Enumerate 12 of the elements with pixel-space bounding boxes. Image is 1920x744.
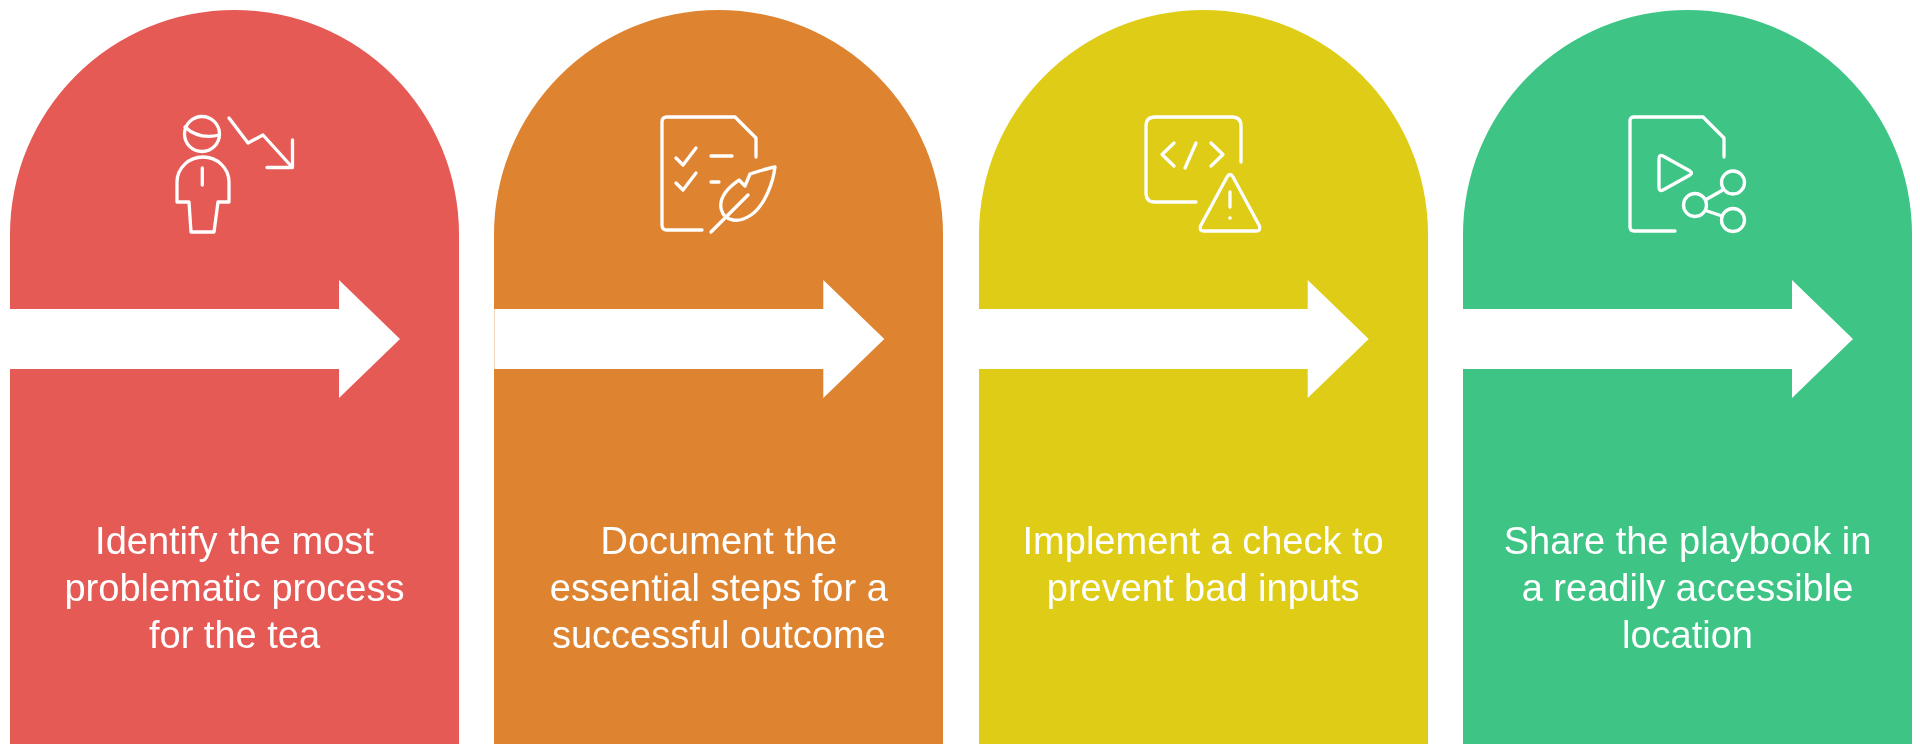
step-panel [10, 10, 459, 744]
step-description: Document the essential steps for a successful outcome [548, 519, 889, 658]
arrow [1463, 280, 1853, 398]
arrow [978, 280, 1369, 398]
step-description: Implement a check to prevent bad inputs [1021, 519, 1385, 611]
step-description: Share the playbook in a readily accessible location [1502, 519, 1873, 658]
arrow [494, 280, 885, 398]
step-panel [1463, 10, 1912, 744]
arrow [10, 280, 400, 398]
step-description: Identify the most problematic process for the tea [63, 519, 406, 658]
step-panel [494, 10, 944, 744]
step-panel [978, 10, 1428, 744]
